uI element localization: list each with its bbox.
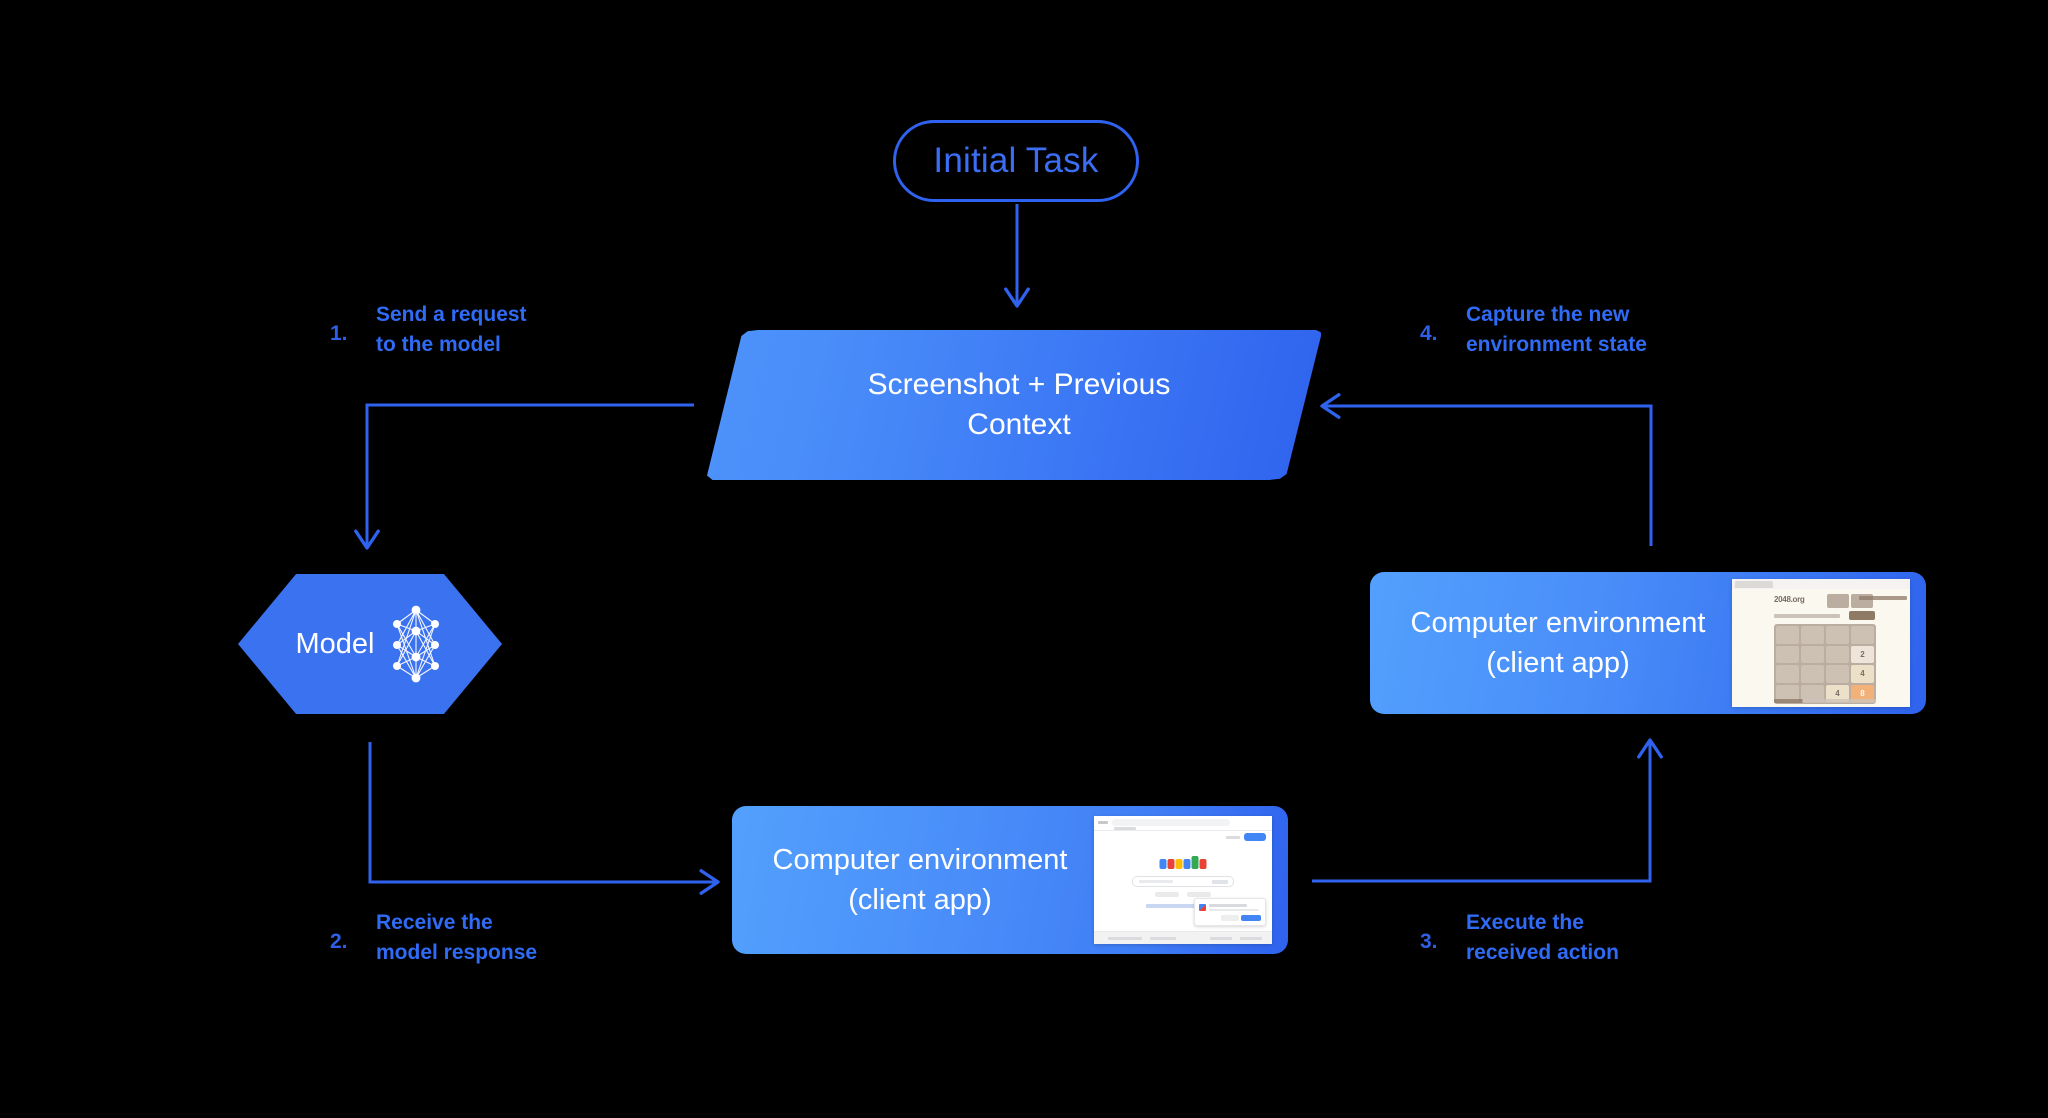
node-model[interactable]: Model — [238, 574, 502, 714]
2048-footer — [1774, 699, 1876, 703]
footer-link — [1240, 937, 1262, 940]
2048-tile — [1776, 626, 1799, 644]
2048-new-game-button — [1849, 611, 1875, 620]
2048-tile — [1776, 684, 1799, 702]
2048-tile — [1801, 645, 1824, 663]
environment-right-label-line1: Computer environment — [1410, 607, 1706, 639]
2048-grid: 2 4 4 8 — [1774, 624, 1876, 704]
node-screenshot-previous-context[interactable]: Screenshot + Previous Context — [707, 330, 1321, 480]
2048-tile — [1826, 626, 1849, 644]
step-4-number: 4. — [1420, 322, 1438, 345]
2048-score-box — [1827, 594, 1849, 608]
2048-subtitle — [1774, 614, 1840, 618]
google-signin-button — [1244, 833, 1266, 841]
footer-link — [1108, 937, 1142, 940]
2048-tile — [1826, 645, 1849, 663]
context-label-line2: Context — [967, 408, 1071, 441]
2048-brand-label: 2048.org — [1774, 595, 1805, 604]
2048-tile — [1801, 684, 1824, 702]
google-language-links — [1146, 904, 1220, 908]
google-lucky-button — [1187, 892, 1211, 897]
browser-nav-buttons — [1098, 821, 1108, 824]
model-content: Model — [238, 574, 502, 714]
thumbnail-2048-game: 2048.org 2 — [1732, 579, 1910, 707]
model-label: Model — [295, 627, 375, 660]
2048-tile: 2 — [1851, 645, 1874, 663]
step-3: 3. Execute the received action — [1420, 908, 1619, 968]
2048-tile — [1826, 665, 1849, 683]
arrow-environment-right-to-context — [1320, 393, 1653, 546]
browser-tab — [1735, 580, 1773, 588]
2048-tile: 4 — [1851, 665, 1874, 683]
node-computer-environment-bottom[interactable]: Computer environment (client app) — [732, 806, 1288, 954]
browser-address-bar — [1112, 819, 1230, 826]
arrow-environment-bottom-to-environment-right — [1312, 738, 1663, 883]
environment-right-label-line2: (client app) — [1486, 647, 1630, 679]
2048-screenshot: 2048.org 2 — [1732, 579, 1910, 707]
2048-tile: 8 — [1851, 684, 1874, 702]
dialog-secondary-button — [1221, 915, 1239, 921]
step-1-number: 1. — [330, 322, 348, 345]
environment-bottom-label-line2: (client app) — [848, 884, 992, 916]
context-label-line1: Screenshot + Previous — [867, 368, 1171, 401]
neural-network-icon — [392, 605, 439, 683]
environment-right-label: Computer environment (client app) — [1370, 603, 1732, 683]
step-2: 2. Receive the model response — [330, 908, 537, 968]
google-gmail-link — [1226, 835, 1240, 839]
google-logo-icon — [1159, 856, 1207, 869]
2048-tile — [1851, 626, 1874, 644]
2048-tile — [1801, 626, 1824, 644]
arrow-context-to-model — [354, 403, 694, 550]
search-icons — [1212, 879, 1228, 884]
context-label: Screenshot + Previous Context — [707, 330, 1321, 480]
browser-chrome — [1094, 816, 1272, 831]
step-1-text: Send a request to the model — [376, 303, 527, 356]
dialog-primary-button — [1241, 915, 1261, 921]
google-buttons — [1155, 892, 1211, 897]
footer-link — [1150, 937, 1176, 940]
google-screenshot — [1094, 816, 1272, 944]
google-search-button — [1155, 892, 1179, 897]
thumbnail-google-search — [1094, 816, 1272, 944]
initial-task-label: Initial Task — [933, 141, 1099, 180]
2048-tile: 4 — [1826, 684, 1849, 702]
parallelogram-shape — [707, 330, 1321, 480]
node-initial-task[interactable]: Initial Task — [893, 120, 1139, 202]
step-2-text: Receive the model response — [376, 911, 538, 964]
arrow-model-to-environment-bottom — [368, 742, 720, 895]
step-4-text: Capture the new environment state — [1466, 303, 1647, 356]
step-3-text: Execute the received action — [1466, 911, 1619, 964]
dialog-title — [1209, 904, 1247, 907]
step-1: 1. Send a request to the model — [330, 300, 527, 360]
google-search-input — [1132, 876, 1234, 887]
step-2-number: 2. — [330, 930, 348, 953]
2048-tile — [1776, 645, 1799, 663]
2048-header-link — [1859, 596, 1907, 600]
footer-link — [1210, 937, 1232, 940]
google-footer — [1094, 931, 1272, 944]
search-placeholder — [1139, 880, 1173, 883]
hexagon-shape — [238, 574, 502, 714]
2048-tile — [1801, 665, 1824, 683]
environment-bottom-label-line1: Computer environment — [772, 844, 1068, 876]
dialog-icon — [1199, 904, 1206, 911]
browser-bookmark — [1114, 827, 1136, 830]
google-dialog — [1194, 898, 1266, 926]
2048-page: 2048.org 2 — [1732, 589, 1910, 707]
node-computer-environment-right[interactable]: Computer environment (client app) 2048.o… — [1370, 572, 1926, 714]
2048-tile — [1776, 665, 1799, 683]
step-4: 4. Capture the new environment state — [1420, 300, 1647, 360]
step-3-number: 3. — [1420, 930, 1438, 953]
environment-bottom-label: Computer environment (client app) — [732, 840, 1094, 920]
dialog-body — [1209, 909, 1259, 911]
google-topbar — [1226, 833, 1266, 841]
